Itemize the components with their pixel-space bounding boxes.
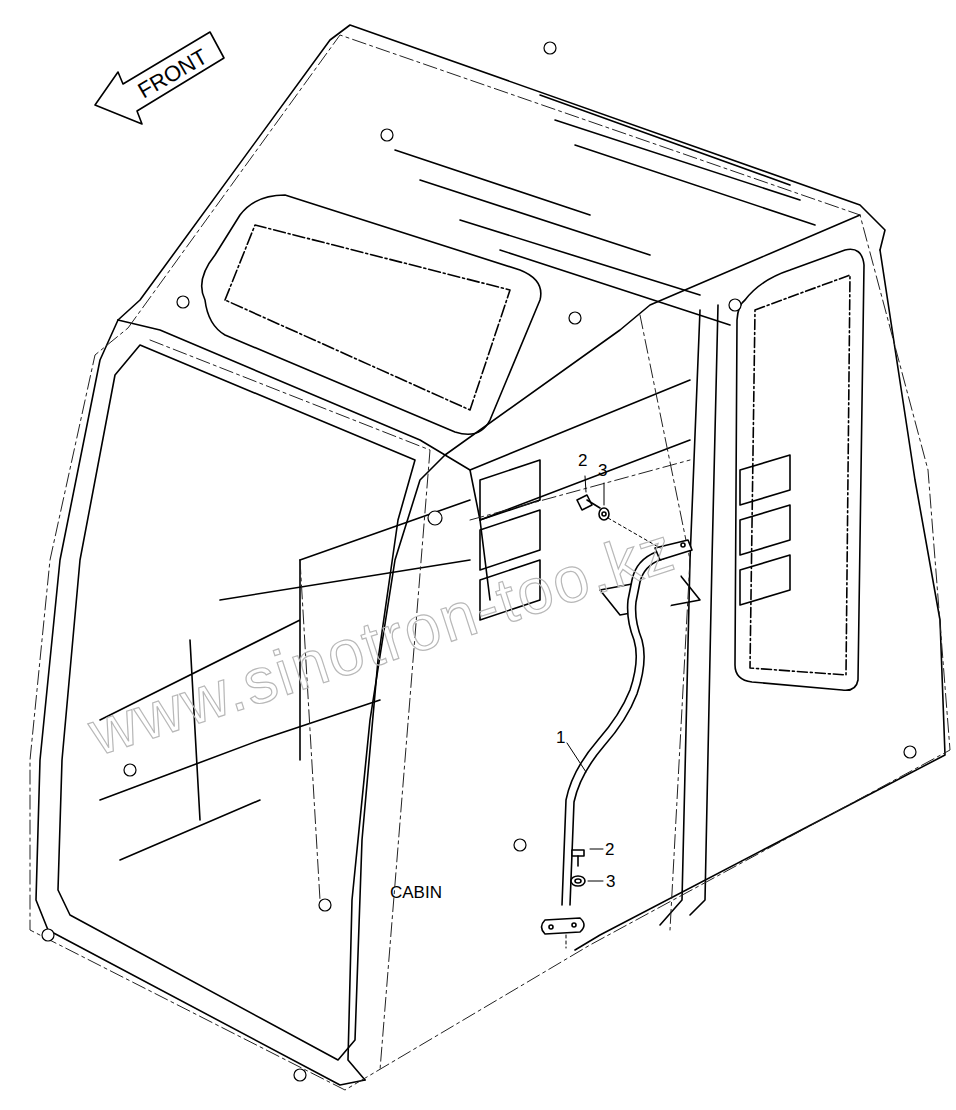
front-arrow: FRONT xyxy=(90,20,230,130)
callout-number: 3 xyxy=(606,873,615,890)
part-name: CABIN xyxy=(390,884,442,901)
callout-number: 1 xyxy=(556,729,565,746)
callout-number: 2 xyxy=(578,452,587,469)
callout-number: 3 xyxy=(598,462,607,479)
callout-number: 2 xyxy=(605,841,614,858)
watermark: www.sinotron-too.kz xyxy=(80,511,684,770)
